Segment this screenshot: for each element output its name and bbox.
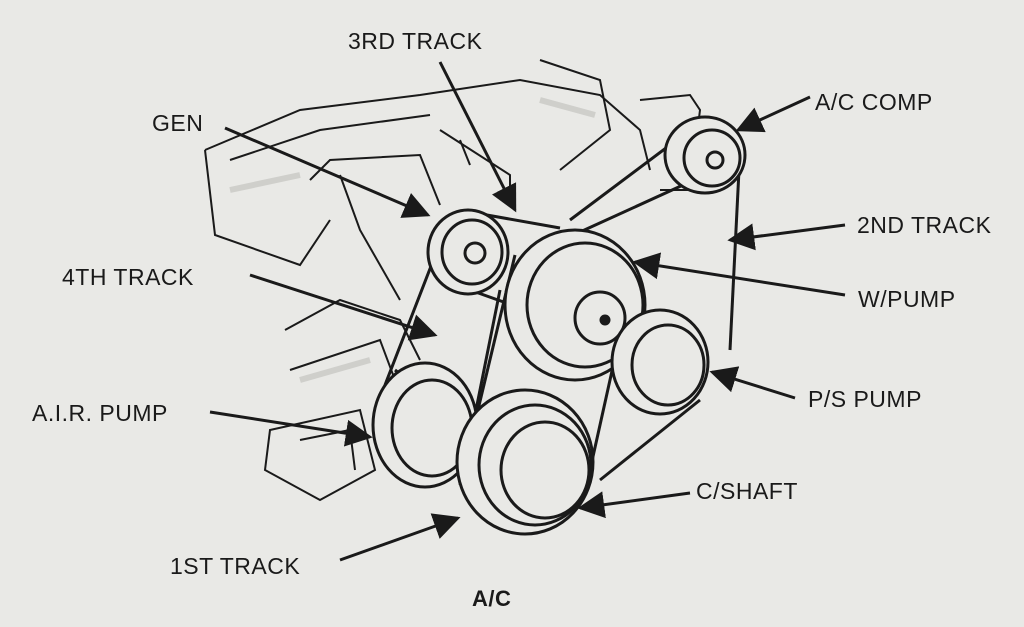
- arrow-w-pump: [632, 252, 846, 297]
- arrow-second-track: [727, 223, 846, 251]
- label-c-shaft: C/SHAFT: [696, 478, 798, 504]
- arrow-ac-comp: [735, 95, 811, 133]
- arrow-ps-pump: [709, 366, 796, 400]
- crankshaft-pulley: [455, 388, 595, 536]
- label-second-track: 2ND TRACK: [857, 212, 992, 238]
- arrow-third-track: [438, 61, 517, 213]
- label-ac-comp: A/C COMP: [815, 89, 933, 115]
- arrow-fourth-track: [249, 273, 438, 341]
- label-third-track: 3RD TRACK: [348, 28, 483, 54]
- ac-compressor-pulley: [663, 115, 747, 195]
- power-steering-pump-pulley: [610, 308, 710, 416]
- figure-caption: A/C: [472, 586, 512, 611]
- label-air-pump: A.I.R. PUMP: [32, 400, 168, 426]
- engine-shading: [229, 97, 596, 383]
- water-pump-pulley: [503, 228, 647, 382]
- label-ps-pump: P/S PUMP: [808, 386, 922, 412]
- arrow-c-shaft: [577, 491, 691, 519]
- label-gen: GEN: [152, 110, 204, 136]
- label-fourth-track: 4TH TRACK: [62, 264, 194, 290]
- arrow-air-pump: [209, 410, 373, 447]
- engine-block-sketch: [204, 59, 702, 502]
- label-w-pump: W/PUMP: [858, 286, 956, 312]
- leader-arrows: [209, 61, 846, 562]
- arrow-gen: [224, 126, 431, 218]
- arrow-first-track: [339, 513, 461, 562]
- label-first-track: 1ST TRACK: [170, 553, 301, 579]
- generator-pulley: [426, 208, 510, 296]
